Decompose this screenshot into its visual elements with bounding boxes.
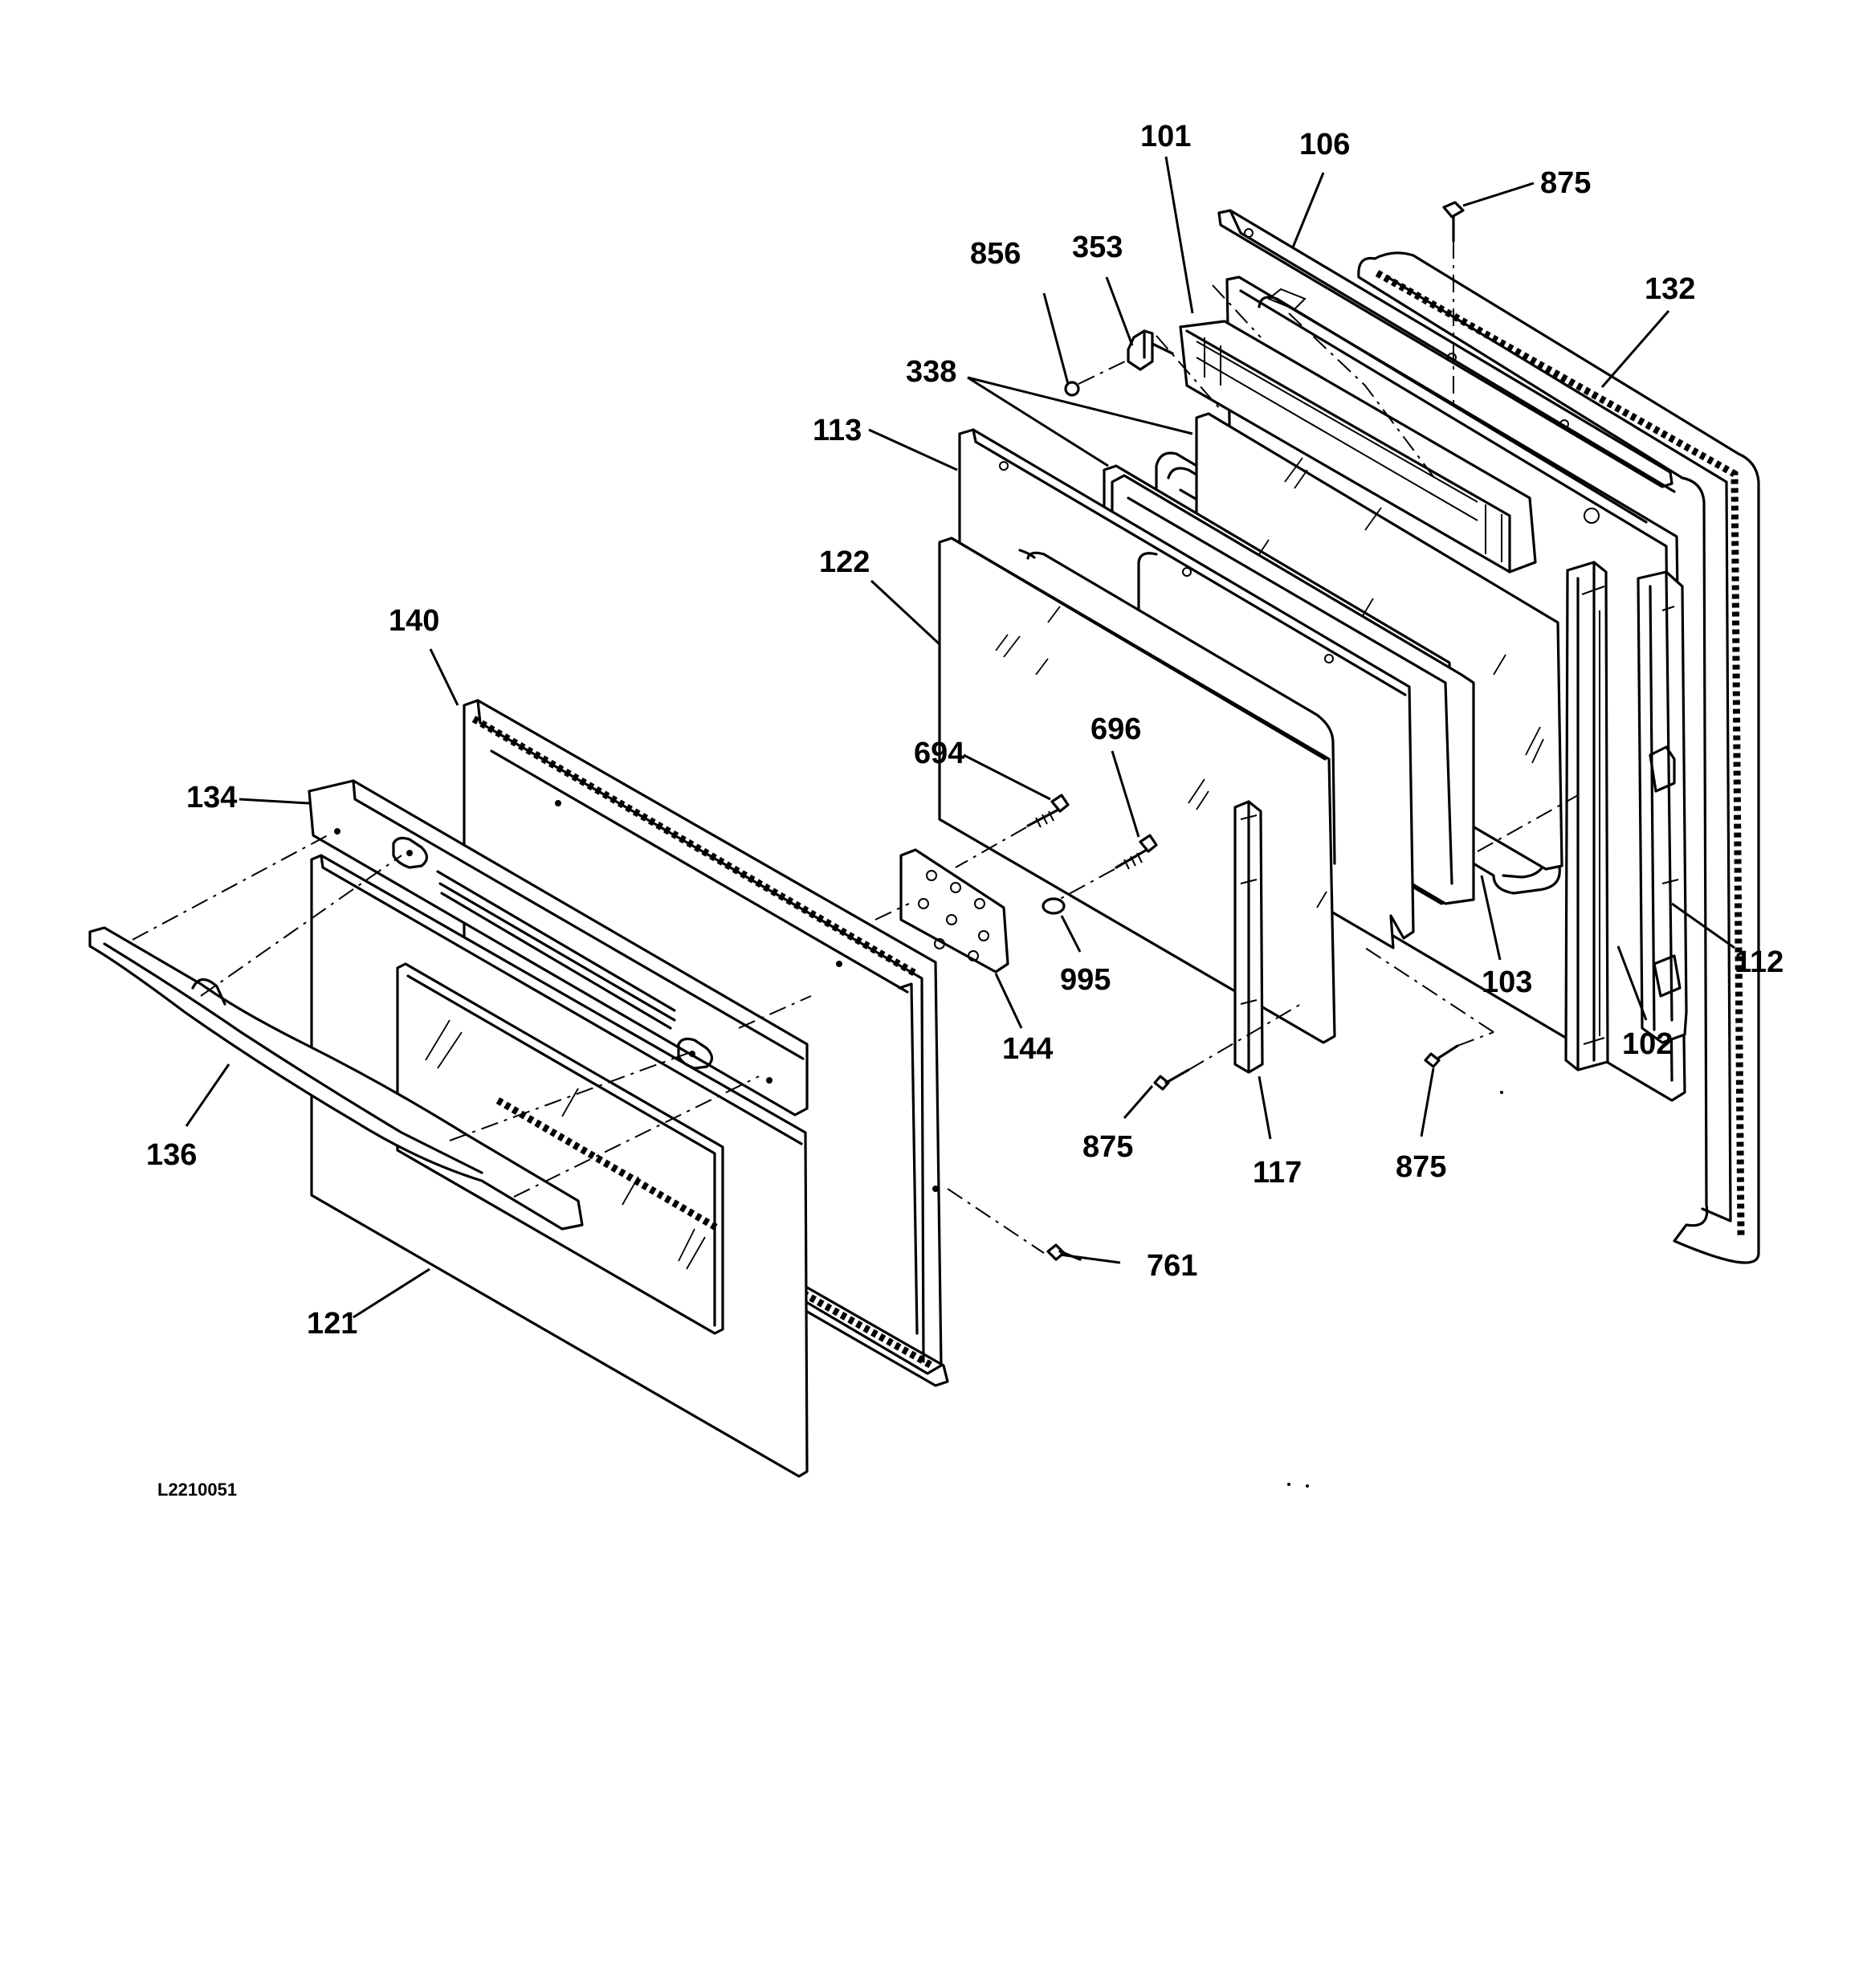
label-338: 338	[906, 355, 956, 389]
leader-lines	[185, 156, 1735, 1319]
label-875-left: 875	[1082, 1130, 1133, 1164]
label-117: 117	[1253, 1156, 1302, 1190]
part-132-door-gasket	[1357, 251, 1760, 1264]
diagram-code: L2210051	[157, 1480, 237, 1500]
part-106-top-channel	[1217, 209, 1676, 493]
part-134-top-trim	[308, 779, 809, 1116]
part-102-hinge-channel	[1564, 561, 1609, 1072]
label-101: 101	[1140, 120, 1191, 153]
label-112: 112	[1735, 945, 1784, 979]
label-144: 144	[1002, 1032, 1053, 1066]
part-112-frame	[1637, 570, 1688, 1044]
part-121-front-panel	[310, 854, 809, 1478]
part-856-screw	[1064, 359, 1129, 397]
label-875-right: 875	[1396, 1150, 1446, 1184]
label-106: 106	[1299, 128, 1350, 161]
part-694-screw	[955, 794, 1070, 868]
label-102: 102	[1622, 1027, 1673, 1061]
assembly-lines	[132, 794, 1579, 1198]
part-995-washer	[1042, 897, 1066, 915]
label-134: 134	[186, 781, 237, 814]
label-136: 136	[146, 1138, 197, 1172]
part-353-hinge-bracket	[1127, 329, 1221, 410]
label-995: 995	[1060, 963, 1111, 997]
label-353: 353	[1072, 231, 1123, 264]
label-113: 113	[813, 414, 862, 447]
label-761: 761	[1147, 1249, 1197, 1283]
label-875: 875	[1540, 166, 1591, 200]
label-103: 103	[1482, 965, 1532, 999]
part-875-screw-top	[1442, 201, 1465, 418]
part-136-handle	[88, 926, 584, 1231]
part-696-screw	[1043, 834, 1158, 908]
label-694: 694	[914, 737, 964, 770]
part-117-bracket	[1233, 800, 1264, 1074]
label-140: 140	[389, 604, 439, 638]
part-875-screw-left	[1153, 1003, 1302, 1091]
label-122: 122	[819, 545, 870, 579]
label-121: 121	[307, 1307, 357, 1341]
label-132: 132	[1645, 272, 1695, 306]
part-144-plate	[899, 848, 1009, 974]
label-696: 696	[1090, 712, 1141, 746]
part-875-screw-right	[1364, 947, 1494, 1068]
label-856: 856	[970, 237, 1021, 271]
part-labels: 101 106 875 132 856 353 338 113 122 140 …	[146, 120, 1784, 1500]
